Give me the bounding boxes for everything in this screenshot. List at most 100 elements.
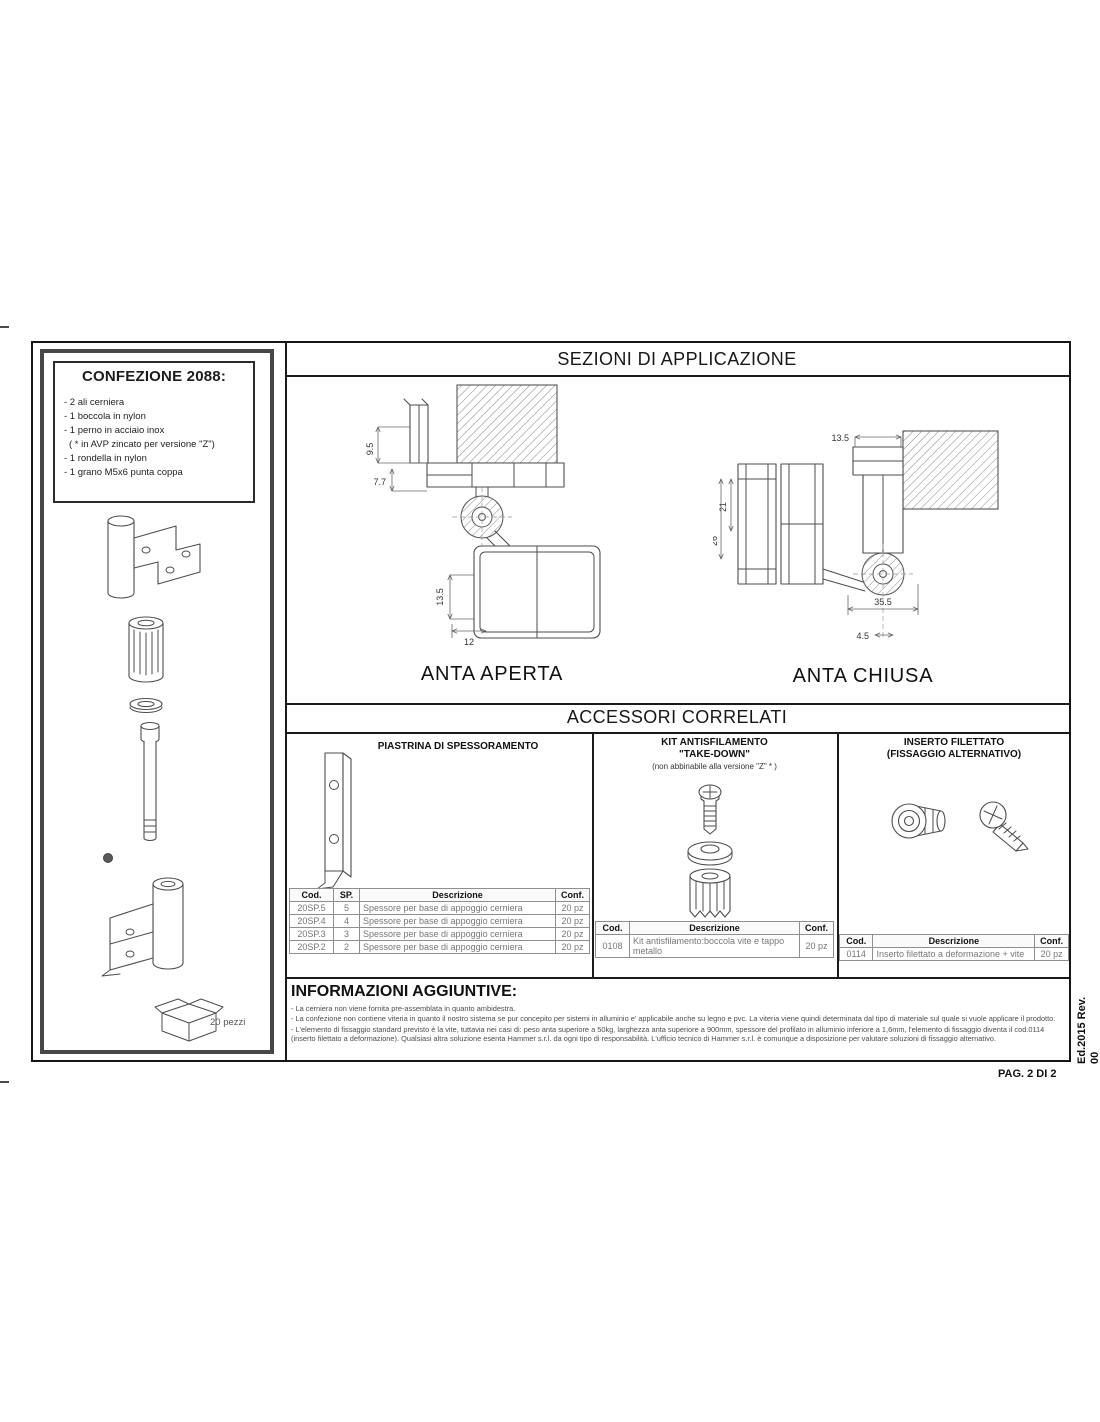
wall-hatch <box>456 384 558 464</box>
dimension-35-5: 35.5 <box>848 584 918 615</box>
table-row: 20SP.2 2 Spessore per base di appoggio c… <box>289 940 590 954</box>
confezione-panel: CONFEZIONE 2088: - 2 ali cerniera - 1 bo… <box>40 349 274 1054</box>
edition-line2: 00 <box>1089 1051 1100 1064</box>
info-bullet: - La confezione non contiene viteria in … <box>291 1014 1056 1024</box>
cell-desc: Spessore per base di appoggio cerniera <box>359 901 556 915</box>
dimension-7-7: 7.7 <box>373 469 427 491</box>
cell-desc: Spessore per base di appoggio cerniera <box>359 927 556 941</box>
cell-conf: 20 pz <box>1034 947 1069 961</box>
cell-desc: Spessore per base di appoggio cerniera <box>359 914 556 928</box>
hinge-knuckle <box>452 486 512 553</box>
col-header: Cod. <box>289 888 334 902</box>
info-title: INFORMAZIONI AGGIUNTIVE: <box>291 983 518 1000</box>
info-bullet: - La cerniera non viene fornita pre-asse… <box>291 1004 516 1013</box>
piastrina-drawing <box>316 752 352 895</box>
cell-cod: 20SP.4 <box>289 914 334 928</box>
table-row: 20SP.4 4 Spessore per base di appoggio c… <box>289 914 590 928</box>
table-header-row: Cod. SP. Descrizione Conf. <box>289 888 590 902</box>
col-header: Conf. <box>555 888 590 902</box>
cell-conf: 20 pz <box>555 914 590 928</box>
kit-title-line1: KIT ANTISFILAMENTO <box>661 737 768 748</box>
divider <box>837 732 839 978</box>
hinge-knuckle <box>853 544 913 639</box>
cell-conf: 20 pz <box>555 901 590 915</box>
dimension-13-5: 13.5 <box>435 575 474 619</box>
list-item: - 1 boccola in nylon <box>64 411 146 422</box>
grano-drawing <box>103 853 113 863</box>
col-header: SP. <box>333 888 360 902</box>
dimension-13-5: 13.5 <box>831 433 901 447</box>
cell-sp: 3 <box>333 927 360 941</box>
inserto-title-line1: INSERTO FILETTATO <box>903 737 1005 748</box>
dim-label: 21 <box>718 502 728 512</box>
dim-label: 4.5 <box>856 631 869 641</box>
list-item: - 1 perno in acciaio inox <box>64 425 165 436</box>
confezione-titlebox: CONFEZIONE 2088: - 2 ali cerniera - 1 bo… <box>53 361 255 503</box>
anta-aperta-label: ANTA APERTA <box>420 663 564 685</box>
crop-mark <box>0 1081 9 1083</box>
cell-sp: 5 <box>333 901 360 915</box>
table-row: 0114 Inserto filettato a deformazione + … <box>838 947 1069 961</box>
col-header: Descrizione <box>872 934 1036 948</box>
dim-label: 13.5 <box>435 588 445 606</box>
quantity-note: 20 pezzi <box>210 1017 246 1028</box>
divider <box>285 343 287 1060</box>
cell-conf: 20 pz <box>555 940 590 954</box>
table-row: 0108 Kit antisfilamento:boccola vite e t… <box>595 934 834 958</box>
exploded-hinge-drawing <box>101 515 201 977</box>
col-header: Conf. <box>1034 934 1069 948</box>
cell-cod: 20SP.3 <box>289 927 334 941</box>
cell-sp: 4 <box>333 914 360 928</box>
piastrina-title: PIASTRINA DI SPESSORAMENTO <box>377 741 539 752</box>
dimension-26: 26 <box>713 479 721 559</box>
frame-profile <box>852 446 904 554</box>
cell-desc: Inserto filettato a deformazione + vite <box>872 947 1036 961</box>
info-bullets: - La cerniera non viene fornita pre-asse… <box>291 1004 1067 1044</box>
cell-desc: Kit antisfilamento:boccola vite e tappo … <box>629 934 800 958</box>
list-item: - 2 ali cerniera <box>64 397 125 408</box>
table-header-row: Cod. Descrizione Conf. <box>595 921 834 935</box>
col-header: Descrizione <box>359 888 556 902</box>
screw-drawing <box>979 801 1029 852</box>
dimension-12: 12 <box>452 624 486 647</box>
frame-profile <box>403 398 565 488</box>
cell-sp: 2 <box>333 940 360 954</box>
cell-conf: 20 pz <box>799 934 834 958</box>
dimension-9-5: 9.5 <box>365 427 427 463</box>
dim-label: 7.7 <box>373 477 386 487</box>
sezioni-title: SEZIONI DI APPLICAZIONE <box>557 349 797 369</box>
col-header: Cod. <box>595 921 630 935</box>
cell-cod: 0114 <box>838 947 874 961</box>
edition-line1: Ed.2015 Rev. <box>1076 996 1088 1064</box>
list-item: - 1 rondella in nylon <box>64 453 147 464</box>
table-row: 20SP.3 3 Spessore per base di appoggio c… <box>289 927 590 941</box>
rondella-drawing <box>129 697 163 713</box>
col-header: Conf. <box>799 921 834 935</box>
piastrina-table: Cod. SP. Descrizione Conf. 20SP.5 5 Spes… <box>289 888 590 954</box>
inserto-title-block: INSERTO FILETTATO (FISSAGGIO ALTERNATIVO… <box>837 737 1071 761</box>
cell-conf: 20 pz <box>555 927 590 941</box>
kit-table: Cod. Descrizione Conf. 0108 Kit antisfil… <box>595 921 834 958</box>
confezione-title: CONFEZIONE 2088: <box>81 368 227 385</box>
page-number: PAG. 2 DI 2 <box>998 1068 1057 1080</box>
hinge-wing-bottom <box>101 877 184 977</box>
cell-cod: 0108 <box>595 934 630 958</box>
divider <box>592 732 594 978</box>
edition-note: Ed.2015 Rev. 00 <box>1076 969 1100 1064</box>
confezione-list: - 2 ali cerniera - 1 boccola in nylon - … <box>64 396 250 480</box>
kit-drawing <box>687 784 733 918</box>
screw-drawing <box>698 784 722 835</box>
washer-drawing <box>687 841 733 866</box>
anta-chiusa-label: ANTA CHIUSA <box>792 665 934 687</box>
accessori-title: ACCESSORI CORRELATI <box>566 707 788 727</box>
crop-mark <box>0 326 9 328</box>
cell-cod: 20SP.2 <box>289 940 334 954</box>
list-item: - 1 grano M5x6 punta coppa <box>64 467 183 478</box>
divider <box>285 732 1069 734</box>
info-bullet: - L'elemento di fissaggio standard previ… <box>291 1024 1045 1043</box>
leaf-profiles <box>737 463 866 592</box>
dimension-21: 21 <box>718 479 731 531</box>
list-item: ( * in AVP zincato per versione "Z") <box>69 439 215 450</box>
table-header-row: Cod. Descrizione Conf. <box>838 934 1069 948</box>
